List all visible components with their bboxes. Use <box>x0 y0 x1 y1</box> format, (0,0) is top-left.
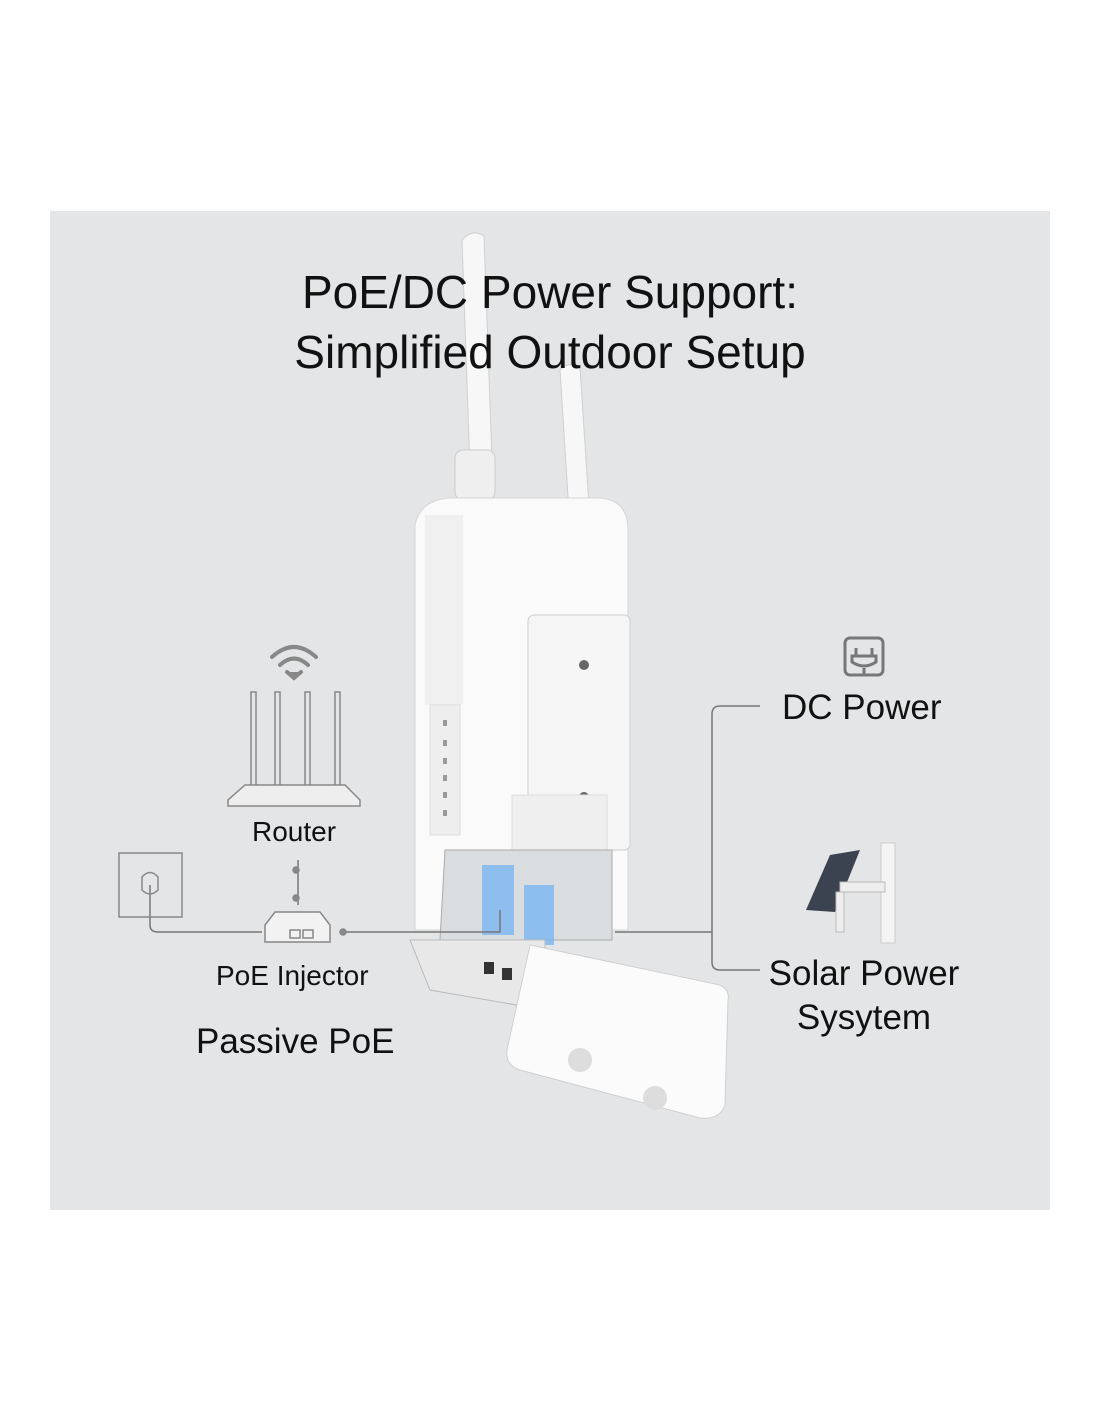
router-label: Router <box>252 816 337 847</box>
poe-injector-label: PoE Injector <box>216 960 369 991</box>
antenna-left <box>454 232 496 501</box>
connection-lines <box>149 705 760 971</box>
outdoor-access-point-device <box>409 497 729 1119</box>
solar-panel-icon <box>806 842 896 944</box>
router-icon <box>227 691 361 807</box>
solar-power-line-1: Solar Power <box>768 954 960 993</box>
ethernet-port <box>482 865 514 935</box>
dc-power-label: DC Power <box>782 688 942 727</box>
passive-poe-label: Passive PoE <box>196 1022 395 1061</box>
dc-plug-icon <box>843 636 885 677</box>
port-cover <box>506 944 729 1119</box>
poe-injector-icon <box>264 866 347 943</box>
solar-power-label: Solar Power Sysytem <box>766 952 962 1040</box>
wifi-icon <box>270 645 318 681</box>
solar-power-line-2: Sysytem <box>796 998 932 1037</box>
title-line-2: Simplified Outdoor Setup <box>294 326 806 378</box>
title-line-1: PoE/DC Power Support: <box>301 266 798 318</box>
wall-outlet-icon <box>118 852 183 918</box>
ethernet-port <box>524 885 554 945</box>
